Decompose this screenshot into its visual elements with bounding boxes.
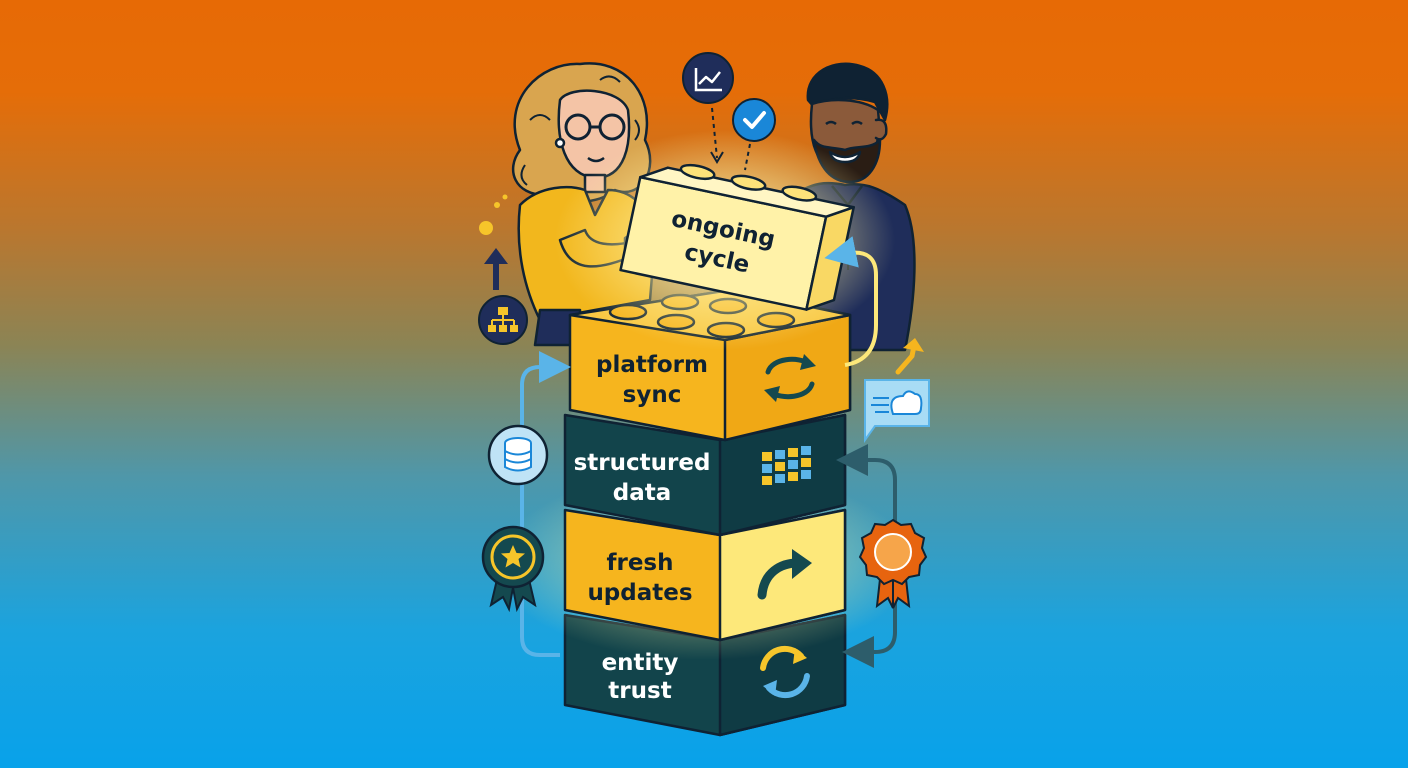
- block-fresh-updates: fresh updates: [563, 508, 847, 642]
- block-ongoing-cycle: ongoing cycle: [619, 163, 855, 311]
- right-top-loop-arrow: [824, 236, 878, 367]
- line-chart-icon: [682, 52, 734, 104]
- award-ribbon-icon: [858, 518, 928, 609]
- fresh-label-line1: fresh: [606, 550, 673, 576]
- curved-arrow-icon: [757, 549, 812, 600]
- checkmark-icon: [732, 98, 776, 142]
- orange-up-arrow: [895, 338, 924, 375]
- fresh-label-line2: updates: [587, 580, 692, 606]
- structured-label-line1: structured: [574, 450, 711, 476]
- up-arrow-left: [484, 248, 508, 290]
- sync-arrows-icon: [764, 354, 816, 402]
- entity-label-line2: trust: [608, 678, 671, 704]
- platform-label-line2: sync: [623, 382, 682, 408]
- cloud-speed-icon: [864, 379, 930, 444]
- star-badge-icon: [481, 525, 545, 613]
- block-structured-data: structured data: [563, 413, 847, 537]
- database-icon: [487, 424, 549, 486]
- structured-label-line2: data: [613, 480, 672, 506]
- left-loop-arrow: [520, 351, 571, 657]
- platform-label-line1: platform: [596, 352, 708, 378]
- org-chart-icon: [478, 295, 528, 345]
- grid-icon: [762, 446, 811, 485]
